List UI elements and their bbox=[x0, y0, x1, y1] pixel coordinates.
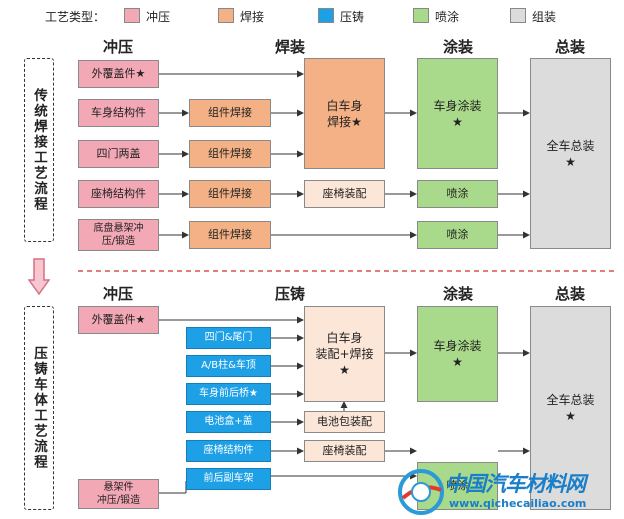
bottom-final-assembly: 全车总装 ★ bbox=[530, 306, 611, 510]
legend-label-assembly: 组装 bbox=[532, 10, 557, 24]
cast-pillars-roof: A/B柱&车顶 bbox=[186, 355, 271, 377]
top-weld-component-1: 组件焊接 bbox=[189, 99, 271, 127]
bottom-seat-assembly: 座椅装配 bbox=[304, 440, 385, 462]
top-stamp-body-structure: 车身结构件 bbox=[78, 99, 159, 127]
top-stamp-chassis-suspension: 底盘悬架冲 压/锻造 bbox=[78, 219, 159, 251]
bottom-header-stamping: 冲压 bbox=[102, 285, 133, 303]
legend-label-stamping: 冲压 bbox=[146, 10, 171, 24]
legend-swatch-casting bbox=[318, 8, 334, 23]
bottom-battery-pack-assembly: 电池包装配 bbox=[304, 411, 385, 433]
bottom-spray: 喷涂 bbox=[417, 462, 498, 510]
legend-label-casting: 压铸 bbox=[340, 10, 365, 24]
legend-label-painting: 喷涂 bbox=[435, 10, 460, 24]
cast-front-rear-axle: 车身前后桥★ bbox=[186, 383, 271, 405]
top-process-label: 传统焊接工艺流程 bbox=[24, 58, 54, 242]
top-weld-component-2: 组件焊接 bbox=[189, 140, 271, 168]
section-down-arrow-icon bbox=[28, 258, 50, 296]
bottom-body-painting: 车身涂装 ★ bbox=[417, 306, 498, 402]
watermark: 中国汽车材料网 www.qichecailiao.com bbox=[395, 466, 624, 519]
top-stamp-outer-panels: 外覆盖件★ bbox=[78, 60, 159, 88]
cast-subframe: 前后副车架 bbox=[186, 468, 271, 490]
legend-swatch-stamping bbox=[124, 8, 140, 23]
bottom-header-painting: 涂装 bbox=[442, 285, 473, 303]
top-biw-welding: 白车身 焊接★ bbox=[304, 58, 385, 169]
top-final-assembly: 全车总装 ★ bbox=[530, 58, 611, 249]
bottom-stamp-suspension: 悬架件 冲压/锻造 bbox=[78, 479, 159, 509]
watermark-main-text: 中国汽车材料网 bbox=[445, 472, 586, 496]
bottom-biw-assembly: 白车身 装配+焊接 ★ bbox=[304, 306, 385, 402]
bottom-header-assembly: 总装 bbox=[554, 285, 585, 303]
bottom-stamp-outer-panels: 外覆盖件★ bbox=[78, 306, 159, 334]
cast-seat-structure: 座椅结构件 bbox=[186, 440, 271, 462]
top-weld-component-4: 组件焊接 bbox=[189, 221, 271, 249]
cast-battery-box: 电池盒+盖 bbox=[186, 411, 271, 433]
legend-swatch-assembly bbox=[510, 8, 526, 23]
top-stamp-seat-structure: 座椅结构件 bbox=[78, 180, 159, 208]
top-header-welding: 焊装 bbox=[274, 38, 305, 56]
top-header-painting: 涂装 bbox=[442, 38, 473, 56]
top-stamp-doors-lids: 四门两盖 bbox=[78, 140, 159, 168]
watermark-logo-icon bbox=[398, 469, 444, 515]
legend-swatch-painting bbox=[413, 8, 429, 23]
bottom-process-label: 压铸车体工艺流程 bbox=[24, 306, 54, 510]
watermark-url-text: www.qichecailiao.com bbox=[449, 497, 587, 510]
top-spray-1: 喷涂 bbox=[417, 180, 498, 208]
top-body-painting: 车身涂装 ★ bbox=[417, 58, 498, 169]
top-seat-assembly: 座椅装配 bbox=[304, 180, 385, 208]
top-header-assembly: 总装 bbox=[554, 38, 585, 56]
legend-title: 工艺类型： bbox=[45, 10, 106, 24]
cast-doors-tailgate: 四门&尾门 bbox=[186, 327, 271, 349]
legend-swatch-welding bbox=[218, 8, 234, 23]
top-weld-component-3: 组件焊接 bbox=[189, 180, 271, 208]
bottom-header-casting: 压铸 bbox=[274, 285, 305, 303]
legend-label-welding: 焊接 bbox=[240, 10, 265, 24]
top-spray-2: 喷涂 bbox=[417, 221, 498, 249]
top-header-stamping: 冲压 bbox=[102, 38, 133, 56]
